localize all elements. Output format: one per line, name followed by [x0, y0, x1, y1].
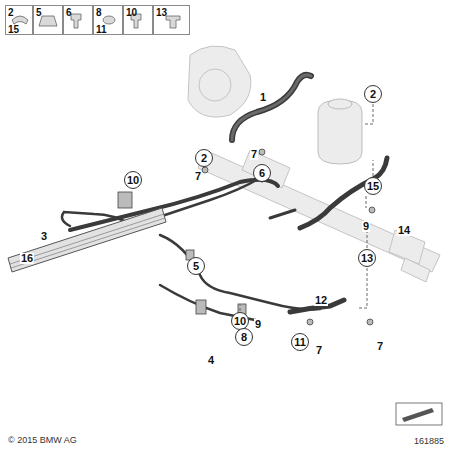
parts-legend-cell: 13	[153, 5, 190, 35]
callout-number: 7	[315, 345, 323, 356]
callout-number: 13	[361, 253, 373, 264]
callout-number: 10	[127, 175, 139, 186]
callout-number: 11	[96, 25, 107, 35]
reservoir-cap	[328, 99, 352, 109]
callout-number: 9	[254, 319, 262, 330]
suction-hose-shade	[232, 75, 311, 140]
steering-rack	[198, 150, 440, 272]
callout-number: 6	[66, 8, 72, 18]
callout-number: 15	[8, 25, 19, 35]
parts-legend-cell: 6	[63, 5, 93, 35]
parts-legend-cell: 8 11	[93, 5, 123, 35]
pump-pulley	[199, 69, 231, 101]
parts-legend-cell: 5	[33, 5, 63, 35]
callout-number: 9	[362, 221, 370, 232]
callout-circle	[188, 258, 205, 275]
callout-circles	[125, 86, 382, 351]
hose-bracket	[118, 192, 132, 208]
clip-icon	[166, 16, 180, 28]
callout-circle	[254, 165, 271, 182]
callout-number: 6	[259, 168, 265, 179]
seal-ring	[307, 319, 313, 325]
oil-cooler	[8, 208, 166, 272]
callout-number: 10	[234, 316, 246, 327]
callout-number: 13	[156, 8, 167, 18]
callout-circle	[236, 329, 253, 346]
seal-ring	[369, 207, 375, 213]
callout-number: 11	[294, 337, 306, 348]
seal-ring	[202, 167, 208, 173]
callout-number: 15	[367, 181, 379, 192]
callout-number: 5	[36, 8, 42, 18]
leader-line	[363, 104, 373, 124]
callout-circle	[125, 172, 142, 189]
bolt-icon	[71, 14, 81, 28]
callout-number: 14	[397, 225, 411, 236]
callout-circle	[292, 334, 309, 351]
callout-circle	[232, 313, 249, 330]
return-hose	[300, 158, 387, 228]
leader-line	[366, 196, 367, 208]
hose-clamp-icon	[12, 16, 28, 24]
pressure-hose	[70, 180, 278, 230]
callout-circle	[359, 250, 376, 267]
callout-number: 7	[250, 149, 258, 160]
callout-circle	[196, 150, 213, 167]
footer-note: © 2015 BMW AG	[8, 436, 77, 445]
leader-line	[373, 160, 374, 176]
leader-line	[357, 268, 367, 308]
callout-number: 4	[207, 355, 215, 366]
parts-legend-cell: 2 15	[5, 5, 33, 35]
orientation-icon	[396, 403, 442, 425]
callout-number: 2	[370, 89, 376, 100]
seal-ring-icon	[103, 16, 115, 24]
callout-number: 5	[193, 261, 199, 272]
seal-ring	[367, 319, 373, 325]
callout-number: 8	[241, 332, 247, 343]
callout-number: 7	[194, 171, 202, 182]
leader-line	[240, 305, 241, 311]
callout-number: 1	[259, 92, 267, 103]
nut-icon	[39, 16, 57, 26]
rack-line	[270, 210, 295, 218]
callout-number: 2	[201, 153, 207, 164]
bracket	[196, 300, 206, 314]
seal-ring	[259, 149, 265, 155]
callout-circle	[365, 86, 382, 103]
suction-hose	[232, 75, 311, 140]
callout-number: 12	[314, 295, 328, 306]
parts-legend-cell: 10	[123, 5, 153, 35]
callout-number: 16	[20, 253, 34, 264]
oil-reservoir	[318, 100, 362, 164]
footer-note: 161885	[414, 437, 444, 446]
callout-circle	[365, 178, 382, 195]
callout-number: 10	[126, 8, 137, 18]
callout-number: 8	[96, 8, 102, 18]
callout-number: 2	[8, 8, 14, 18]
tie-rod-boot	[401, 258, 430, 282]
callout-number: 7	[376, 341, 384, 352]
callout-number: 3	[40, 231, 48, 242]
power-steering-pump	[188, 46, 251, 117]
